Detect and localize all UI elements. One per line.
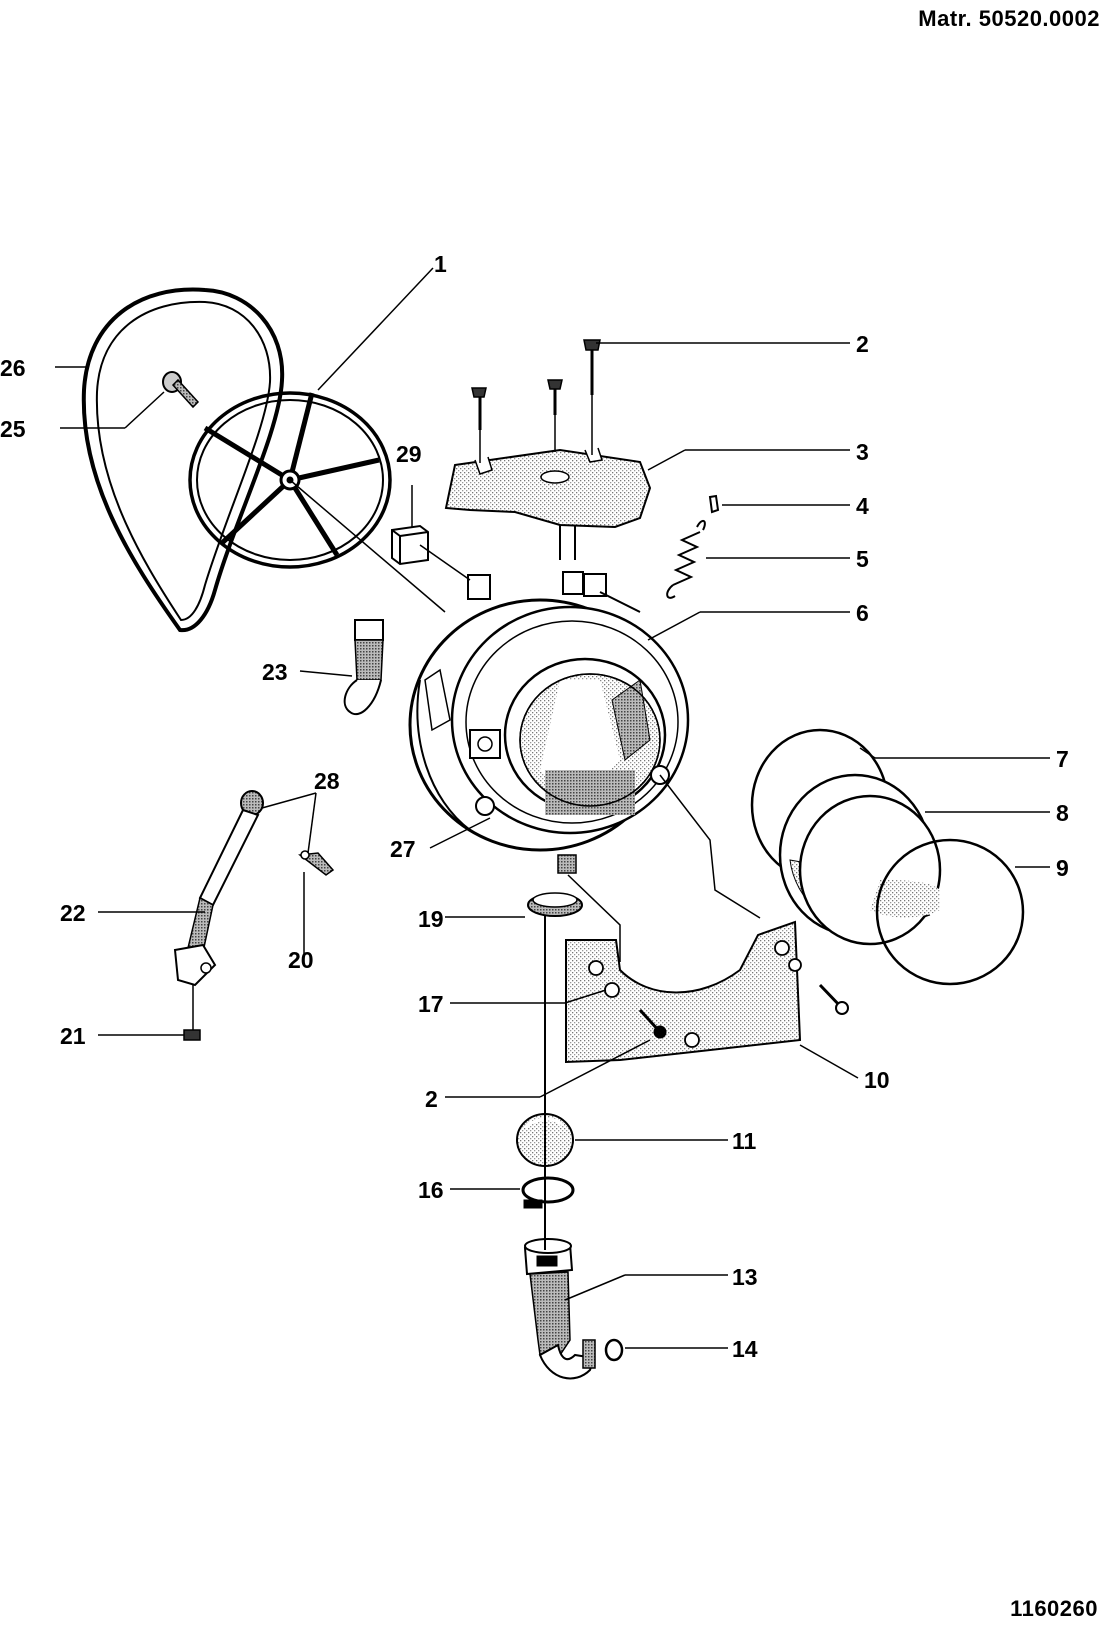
callout-27: 27 bbox=[390, 836, 416, 862]
callout-5: 5 bbox=[856, 546, 869, 572]
callout-16: 16 bbox=[418, 1177, 444, 1203]
callout-14: 14 bbox=[732, 1336, 758, 1362]
drain-guide-line bbox=[567, 874, 621, 962]
drum-pulley bbox=[188, 391, 392, 569]
drain-hose bbox=[523, 1238, 596, 1380]
shock-nut-21 bbox=[183, 1029, 201, 1041]
block-guide-line bbox=[419, 544, 471, 581]
bracket-bolts bbox=[471, 339, 601, 463]
drive-belt bbox=[81, 287, 285, 633]
callout-21: 21 bbox=[60, 1023, 86, 1049]
door-clamp-ring-9 bbox=[875, 838, 1025, 986]
bracket-guide-line bbox=[659, 774, 761, 919]
pressure-hose bbox=[343, 619, 384, 715]
hose-clip-14 bbox=[604, 1338, 624, 1362]
callout-9: 9 bbox=[1056, 855, 1069, 881]
drain-seal bbox=[527, 892, 583, 917]
hook-pin bbox=[708, 494, 720, 514]
front-panel-bracket bbox=[565, 920, 849, 1064]
callout-17: 17 bbox=[418, 991, 444, 1017]
callout-29: 29 bbox=[396, 441, 422, 467]
shock-absorber bbox=[173, 790, 264, 1032]
callout-10: 10 bbox=[864, 1067, 890, 1093]
callout-23: 23 bbox=[262, 659, 288, 685]
callout-labels: 1 2 3 4 5 6 7 8 9 10 11 13 14 16 17 2 19… bbox=[0, 251, 1069, 1362]
callout-25: 25 bbox=[0, 416, 26, 442]
callout-13: 13 bbox=[732, 1264, 758, 1290]
callout-4: 4 bbox=[856, 493, 869, 519]
callout-20: 20 bbox=[288, 947, 314, 973]
pulley-screw bbox=[162, 371, 200, 409]
hose-clamp bbox=[521, 1176, 575, 1209]
callout-6: 6 bbox=[856, 600, 869, 626]
tub-spring bbox=[666, 519, 706, 599]
callout-1: 1 bbox=[434, 251, 447, 277]
drawing-code-label: 1160260 bbox=[1010, 1596, 1098, 1621]
callout-8: 8 bbox=[1056, 800, 1069, 826]
callout-3: 3 bbox=[856, 439, 869, 465]
door-gasket-8 bbox=[778, 773, 942, 946]
callout-2-top: 2 bbox=[856, 331, 869, 357]
counterweight-block bbox=[391, 524, 429, 566]
top-bracket bbox=[444, 447, 652, 560]
callout-2-bottom: 2 bbox=[425, 1086, 438, 1112]
callout-22: 22 bbox=[60, 900, 86, 926]
pulley-guide-line bbox=[289, 479, 446, 613]
callout-26: 26 bbox=[0, 355, 26, 381]
shock-pin-20 bbox=[298, 850, 335, 876]
callout-7: 7 bbox=[1056, 746, 1069, 772]
matricola-label: Matr. 50520.0002 bbox=[918, 6, 1100, 31]
callout-19: 19 bbox=[418, 906, 444, 932]
callout-11: 11 bbox=[732, 1128, 757, 1154]
washer-tub bbox=[408, 571, 690, 874]
callout-28: 28 bbox=[314, 768, 340, 794]
leader-lines bbox=[55, 267, 1050, 1349]
